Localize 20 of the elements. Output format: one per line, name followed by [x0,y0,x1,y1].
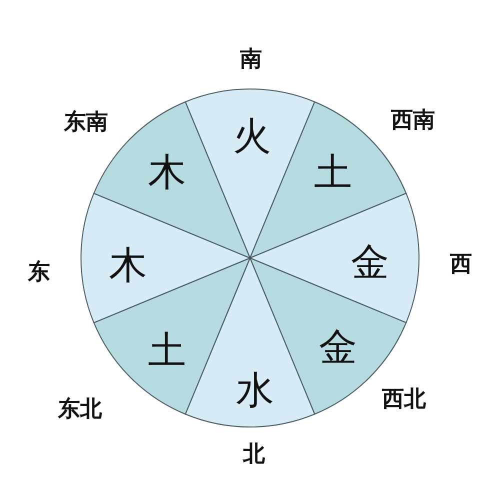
pie-sector [249,192,420,324]
sector-label: 土 [314,153,352,191]
sector-label: 水 [236,371,274,409]
direction-label: 西南 [391,110,435,132]
direction-label: 东 [28,262,50,284]
direction-label: 西北 [382,389,426,411]
direction-label: 南 [240,49,262,71]
direction-label: 北 [243,444,265,466]
pie-sector [184,88,316,259]
sector-label: 火 [233,117,271,155]
direction-label: 东北 [58,399,102,421]
sector-label: 木 [109,246,147,284]
sector-label: 土 [148,331,186,369]
pie-sector [80,192,251,324]
direction-label: 东南 [64,112,108,134]
direction-label: 西 [450,254,472,276]
pie-sector [184,257,316,428]
sector-label: 木 [148,153,186,191]
sector-label: 金 [319,328,357,366]
sector-label: 金 [351,243,389,281]
